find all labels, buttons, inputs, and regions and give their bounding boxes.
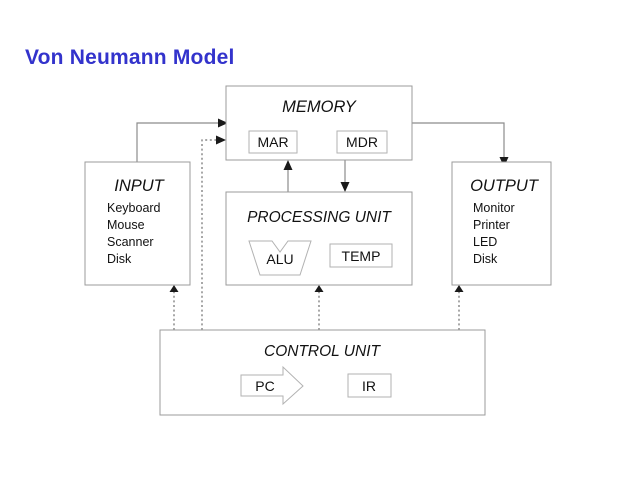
mar-register-label: MAR (257, 134, 288, 150)
output-item-printer: Printer (473, 218, 510, 232)
output-block[interactable]: OUTPUT Monitor Printer LED Disk (451, 161, 552, 286)
alu-shape[interactable] (248, 240, 312, 276)
input-item-mouse: Mouse (107, 218, 145, 232)
output-box[interactable] (451, 161, 552, 286)
connector-control-unit-to-memory (201, 135, 226, 330)
output-label: OUTPUT (470, 177, 540, 195)
connector-processing-unit-to-memory (283, 160, 293, 192)
input-item-scanner: Scanner (107, 235, 154, 249)
ir-register-box[interactable] (347, 373, 392, 398)
processing-unit-label: PROCESSING UNIT (247, 209, 392, 226)
control-unit-block[interactable]: CONTROL UNIT PC IR (159, 329, 486, 416)
processing-unit-box[interactable] (225, 191, 413, 286)
pc-register-arrow[interactable] (240, 365, 304, 406)
output-item-disk: Disk (473, 252, 498, 266)
input-block[interactable]: INPUT Keyboard Mouse Scanner Disk (84, 161, 191, 286)
page-title: Von Neumann Model (25, 46, 235, 69)
memory-block[interactable]: MEMORY MAR MDR (225, 85, 413, 161)
connector-control-unit-to-output (454, 285, 464, 330)
memory-label: MEMORY (282, 98, 357, 116)
control-unit-box[interactable] (159, 329, 486, 416)
temp-register-label: TEMP (342, 248, 381, 264)
alu-label: ALU (266, 251, 293, 267)
mar-register-box[interactable] (248, 130, 298, 154)
control-unit-label: CONTROL UNIT (264, 343, 382, 360)
mdr-register-box[interactable] (336, 130, 388, 154)
input-box[interactable] (84, 161, 191, 286)
connector-memory-to-output (412, 122, 509, 167)
pc-register-label: PC (255, 378, 274, 394)
processing-unit-block[interactable]: PROCESSING UNIT ALU TEMP (225, 191, 413, 286)
input-label: INPUT (114, 177, 165, 195)
connector-input-to-memory (136, 118, 228, 162)
output-item-monitor: Monitor (473, 201, 515, 215)
ir-register-label: IR (362, 378, 376, 394)
connector-control-unit-to-processing-unit (314, 285, 324, 330)
input-item-keyboard: Keyboard (107, 201, 161, 215)
input-item-disk: Disk (107, 252, 132, 266)
connector-control-unit-to-input (169, 285, 179, 330)
connector-memory-to-processing-unit (340, 160, 350, 192)
output-item-led: LED (473, 235, 497, 249)
temp-register-box[interactable] (329, 243, 393, 268)
mdr-register-label: MDR (346, 134, 378, 150)
